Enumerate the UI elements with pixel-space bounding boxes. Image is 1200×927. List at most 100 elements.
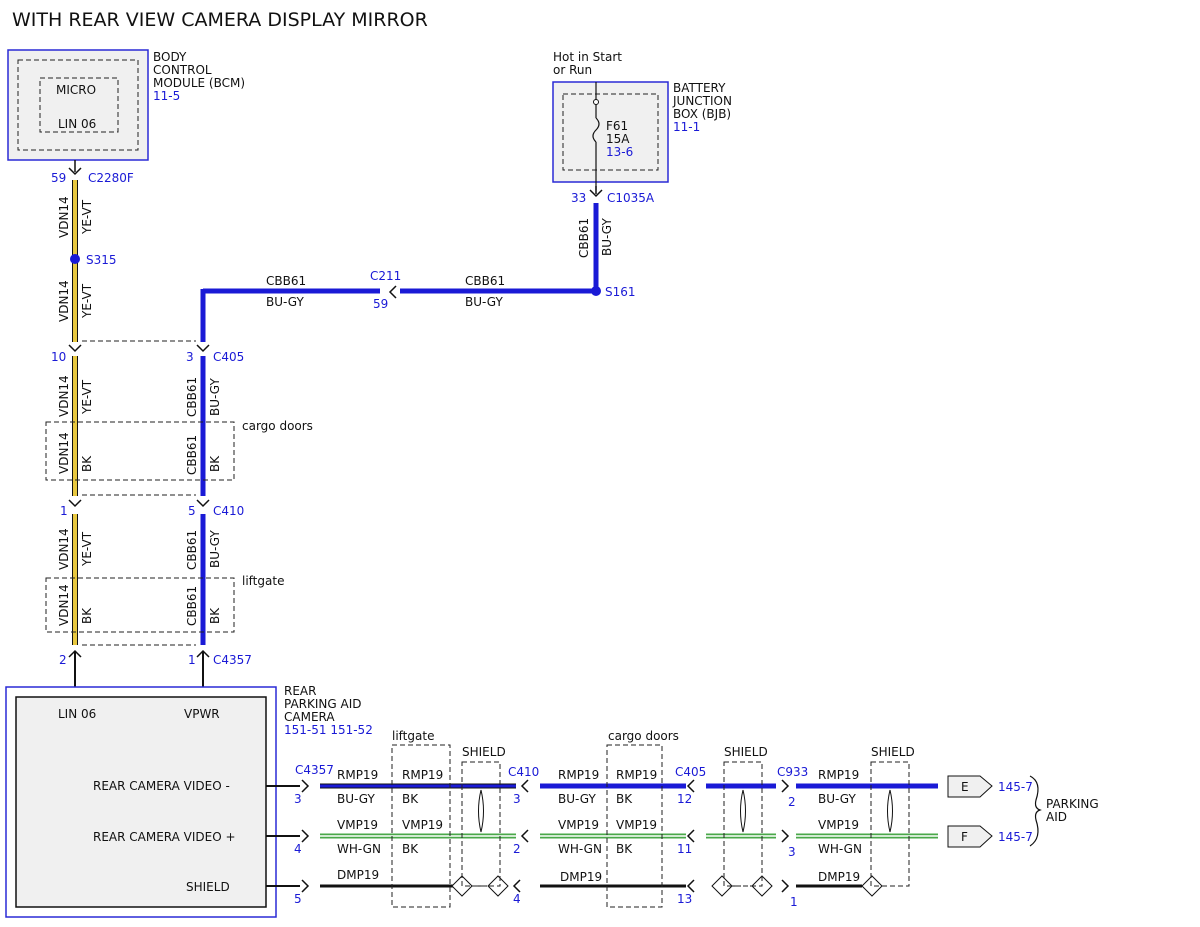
wire-label-vdn14-2: VDN14 xyxy=(57,280,71,322)
lbl-vmp19-1: VMP19 xyxy=(337,818,378,832)
c211-pin: 59 xyxy=(373,297,388,311)
wire-color-bugy-h1: BU-GY xyxy=(465,295,503,309)
c933-pin-2: 3 xyxy=(788,845,796,859)
c4357-pin-right: 1 xyxy=(188,653,196,667)
c405-pin-right: 3 xyxy=(186,350,194,364)
camera-module: LIN 06 VPWR REAR CAMERA VIDEO - REAR CAM… xyxy=(5,684,373,918)
zone-shield-2: SHIELD xyxy=(724,745,768,759)
c405-pin-2: 11 xyxy=(677,842,692,856)
wire-cbb61 xyxy=(196,186,603,697)
c211-name: C211 xyxy=(370,269,401,283)
offpage-e-letter: E xyxy=(961,780,969,794)
zone-cargo-doors-h: cargo doors xyxy=(608,729,679,743)
c4357-name-top: C4357 xyxy=(213,653,252,667)
parking-aid-1: PARKING xyxy=(1046,797,1099,811)
c4357-pin-left: 2 xyxy=(59,653,67,667)
wire-color-bk-3: BK xyxy=(208,455,222,472)
fuse-amps: 15A xyxy=(606,132,630,146)
lbl-bugy-2: BU-GY xyxy=(558,792,596,806)
wire-label-vdn14-6: VDN14 xyxy=(57,584,71,626)
wire-color-bk-4: BK xyxy=(208,607,222,624)
fuse-number: F61 xyxy=(606,119,628,133)
lbl-vmp19-2: VMP19 xyxy=(402,818,443,832)
wire-label-cbb61-h1: CBB61 xyxy=(465,274,505,288)
wire-label-cbb61-5: CBB61 xyxy=(185,530,199,570)
lbl-rmp19-4: RMP19 xyxy=(616,768,657,782)
zone-shield-1: SHIELD xyxy=(462,745,506,759)
zone-shield-3: SHIELD xyxy=(871,745,915,759)
lbl-vmp19-5: VMP19 xyxy=(818,818,859,832)
wire-color-bugy-3: BU-GY xyxy=(208,378,222,416)
c933-name: C933 xyxy=(777,765,808,779)
bjb-hot-1: Hot in Start xyxy=(553,50,622,64)
lbl-bugy-3: BU-GY xyxy=(818,792,856,806)
c933-pin-3: 1 xyxy=(790,895,798,909)
page-title: WITH REAR VIEW CAMERA DISPLAY MIRROR xyxy=(12,9,428,31)
bcm-name-3: MODULE (BCM) xyxy=(153,76,245,90)
lbl-bk-1: BK xyxy=(402,792,419,806)
bcm-ref: 11-5 xyxy=(153,89,180,103)
vertical-zones xyxy=(45,340,235,646)
lbl-bk-3: BK xyxy=(402,842,419,856)
c405-pin-3: 13 xyxy=(677,892,692,906)
lbl-whgn-2: WH-GN xyxy=(558,842,602,856)
lbl-rmp19-3: RMP19 xyxy=(558,768,599,782)
offpage-e-ref: 145-7 xyxy=(998,780,1033,794)
camera-video-plus: REAR CAMERA VIDEO + xyxy=(93,830,236,844)
wire-color-yevt-1: YE-VT xyxy=(80,199,94,235)
lbl-vmp19-3: VMP19 xyxy=(558,818,599,832)
wire-color-yevt-4: YE-VT xyxy=(80,531,94,567)
c405-pin-left: 10 xyxy=(51,350,66,364)
lbl-dmp19-1: DMP19 xyxy=(337,868,379,882)
c4357-pin-3: 5 xyxy=(294,892,302,906)
c4357-pin-1: 3 xyxy=(294,792,302,806)
c410-pin-3: 4 xyxy=(513,892,521,906)
lbl-whgn-1: WH-GN xyxy=(337,842,381,856)
c410-pin-right: 5 xyxy=(188,504,196,518)
wire-vdn14 xyxy=(68,160,82,697)
c405-name-top: C405 xyxy=(213,350,244,364)
bcm-inner-label: MICRO xyxy=(56,83,96,97)
c405-name: C405 xyxy=(675,765,706,779)
wire-label-cbb61-6: CBB61 xyxy=(185,586,199,626)
c410-name-top: C410 xyxy=(213,504,244,518)
bottom-wires xyxy=(266,779,938,897)
camera-name-2: PARKING AID xyxy=(284,697,362,711)
bjb-ref: 11-1 xyxy=(673,120,700,134)
bjb-name-2: JUNCTION xyxy=(672,94,732,108)
c4357-name: C4357 xyxy=(295,763,334,777)
offpage-e: E 145-7 xyxy=(947,775,1033,798)
wire-color-yevt-2: YE-VT xyxy=(80,283,94,319)
s315-label: S315 xyxy=(86,253,117,267)
wire-label-cbb61-h2: CBB61 xyxy=(266,274,306,288)
wire-label-vdn14-1: VDN14 xyxy=(57,196,71,238)
c2280f-name: C2280F xyxy=(88,171,134,185)
c410-pin-2: 2 xyxy=(513,842,521,856)
offpage-f-letter: F xyxy=(961,830,968,844)
bjb-name-1: BATTERY xyxy=(673,81,726,95)
zone-liftgate-v: liftgate xyxy=(242,574,284,588)
c4357-pin-2: 4 xyxy=(294,842,302,856)
wire-label-vdn14-5: VDN14 xyxy=(57,528,71,570)
parking-aid-brace xyxy=(1029,775,1042,847)
lbl-rmp19-5: RMP19 xyxy=(818,768,859,782)
bjb-module: Hot in Start or Run F61 15A 13-6 BATTERY… xyxy=(552,50,732,190)
wire-label-cbb61-4: CBB61 xyxy=(185,435,199,475)
offpage-f-ref: 145-7 xyxy=(998,830,1033,844)
c1035a-pin: 33 xyxy=(571,191,586,205)
wire-label-vdn14-3: VDN14 xyxy=(57,375,71,417)
wire-label-cbb61-v: CBB61 xyxy=(577,218,591,258)
camera-shield-label: SHIELD xyxy=(186,880,230,894)
fuse-ref: 13-6 xyxy=(606,145,633,159)
bcm-module: MICRO LIN 06 BODY CONTROL MODULE (BCM) 1… xyxy=(7,49,245,161)
parking-aid-2: AID xyxy=(1046,810,1067,824)
wire-color-bk-2: BK xyxy=(80,607,94,624)
wire-color-yevt-3: YE-VT xyxy=(80,379,94,415)
lbl-dmp19-2: DMP19 xyxy=(560,870,602,884)
c1035a-name: C1035A xyxy=(607,191,655,205)
lbl-dmp19-3: DMP19 xyxy=(818,870,860,884)
wire-label-vdn14-4: VDN14 xyxy=(57,432,71,474)
camera-name-1: REAR xyxy=(284,684,316,698)
camera-pin-lin: LIN 06 xyxy=(58,707,96,721)
camera-refs: 151-51 151-52 xyxy=(284,723,373,737)
